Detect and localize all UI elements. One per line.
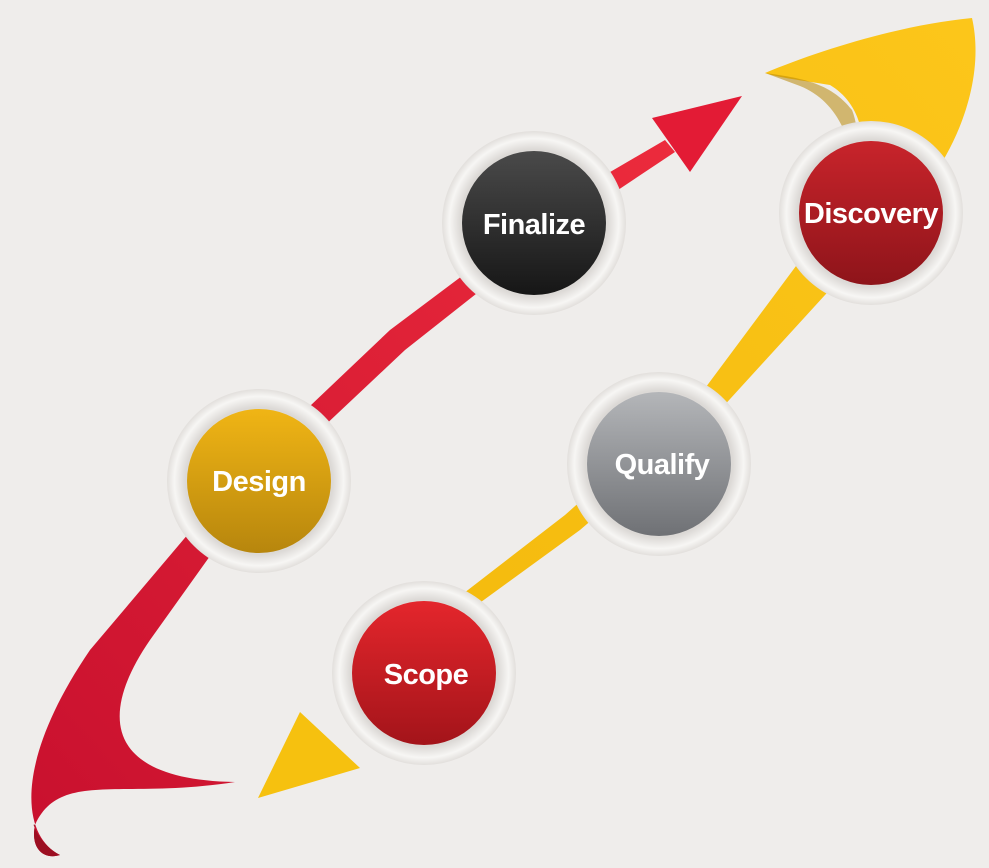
red-arrowhead — [652, 96, 742, 172]
discovery-label: Discovery — [804, 198, 939, 230]
red-arrow-underside — [33, 824, 60, 857]
design-circle — [187, 409, 331, 553]
node-finalize: Finalize — [442, 131, 626, 315]
node-design: Design — [167, 389, 351, 573]
qualify-label: Qualify — [615, 449, 710, 481]
yellow-arrowhead — [258, 712, 360, 798]
scope-circle — [352, 601, 496, 745]
qualify-circle — [587, 392, 731, 536]
red-arrow-body — [31, 140, 675, 857]
node-discovery: Discovery — [779, 121, 963, 305]
finalize-circle — [462, 151, 606, 295]
scope-label: Scope — [384, 659, 469, 691]
design-label: Design — [212, 466, 306, 498]
yellow-arrow-shadow — [765, 73, 860, 185]
discovery-circle — [799, 141, 943, 285]
finalize-label: Finalize — [483, 209, 586, 241]
node-qualify: Qualify — [567, 372, 751, 556]
red-arrow — [31, 96, 742, 857]
node-scope: Scope — [332, 581, 516, 765]
